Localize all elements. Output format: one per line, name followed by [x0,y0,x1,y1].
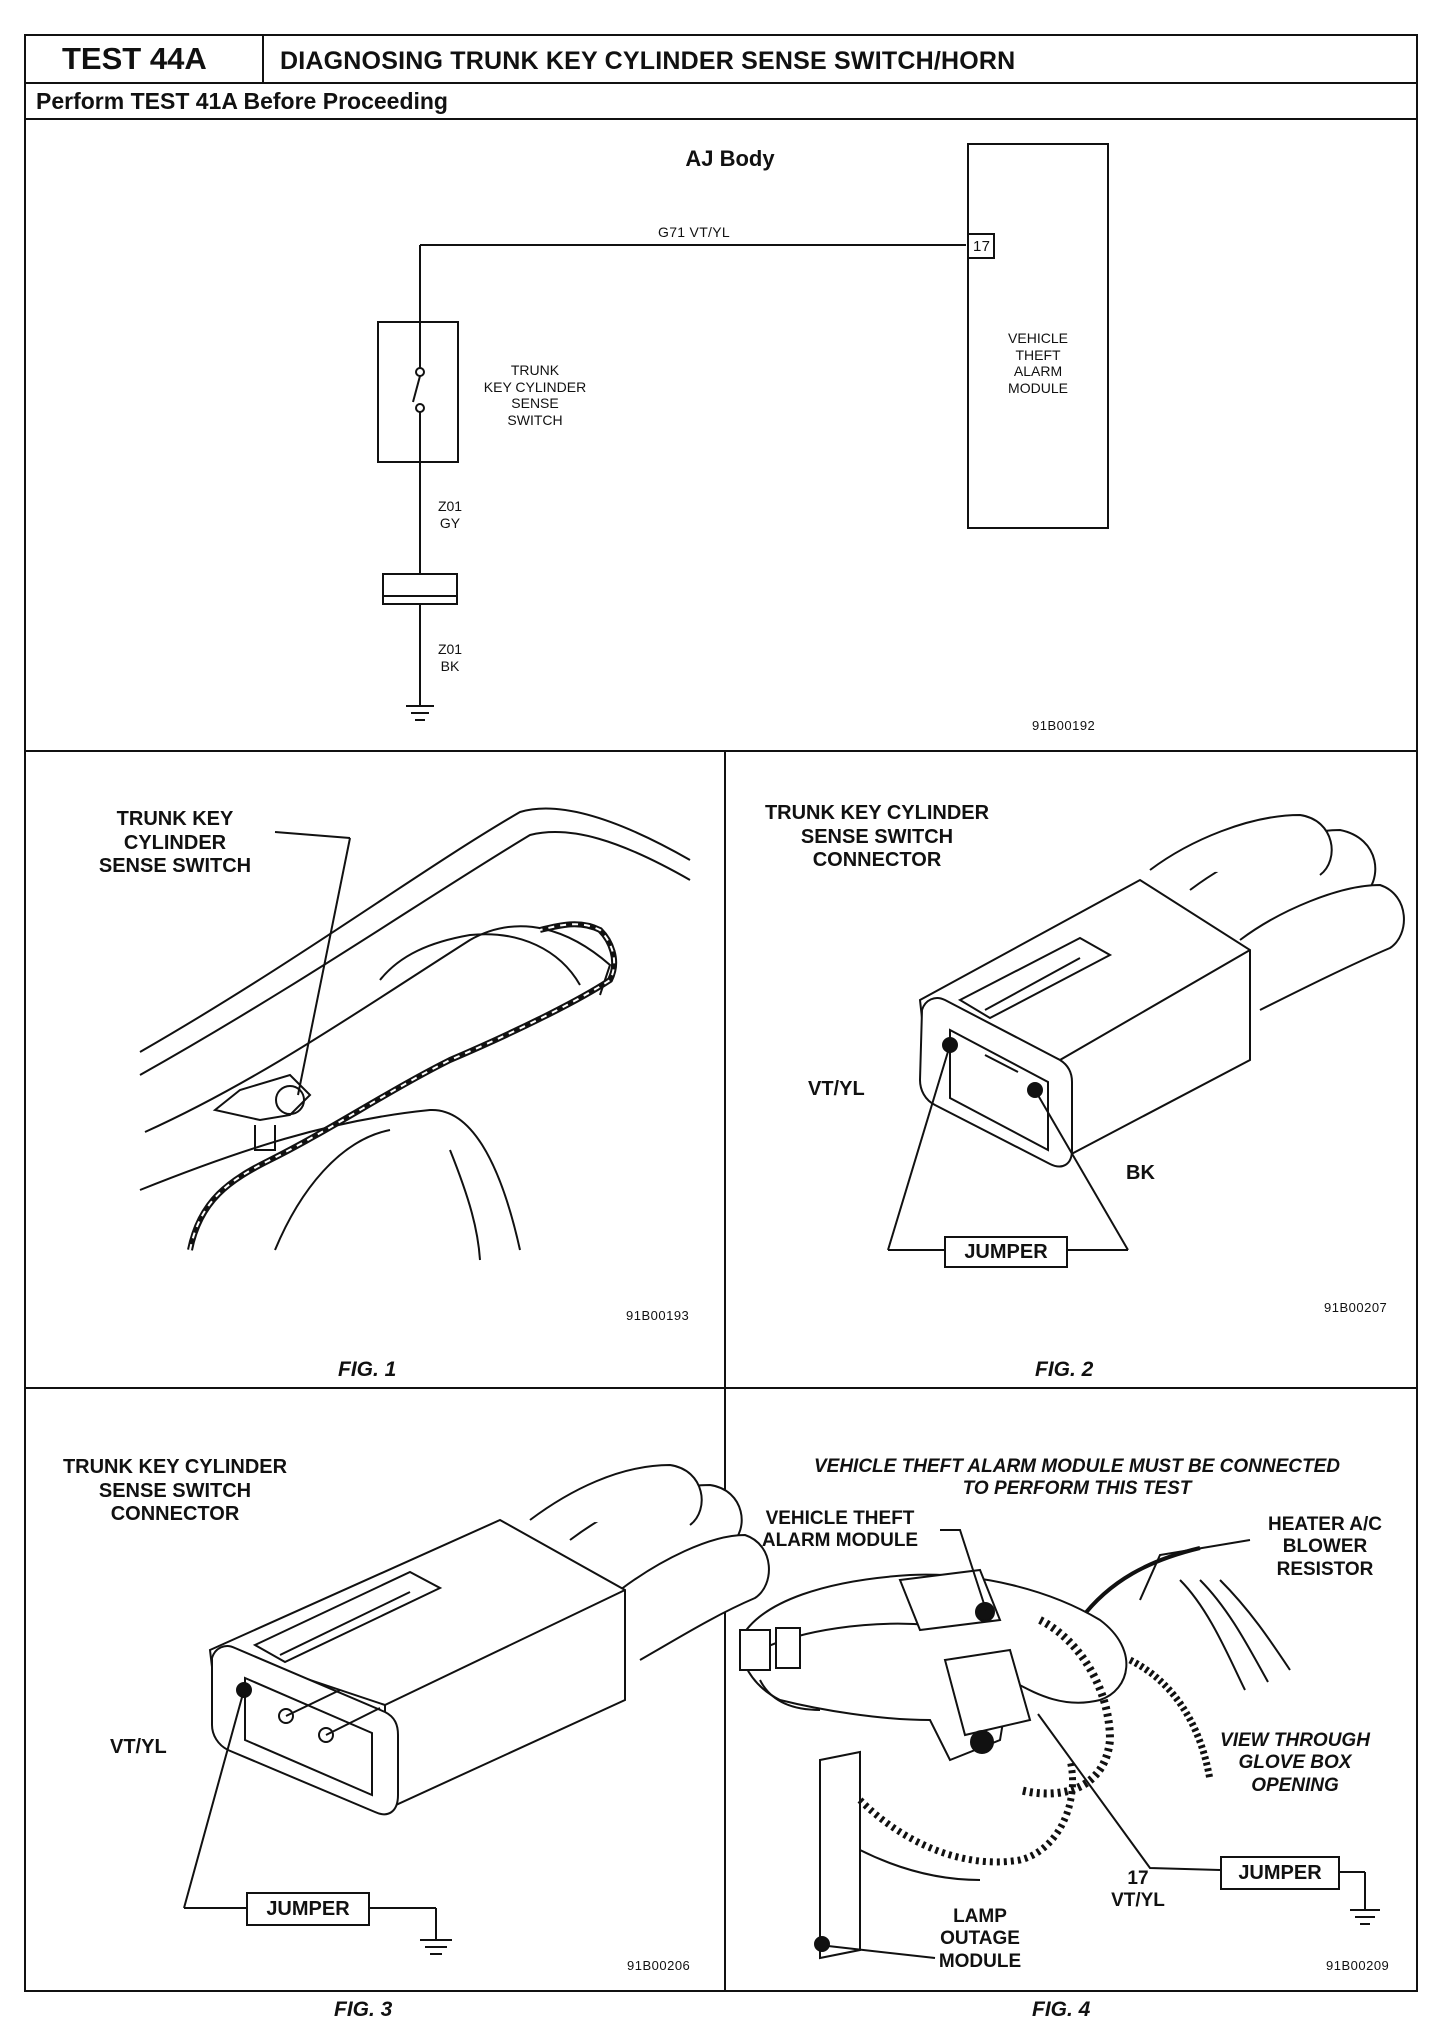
fig1-label: TRUNK KEY CYLINDER SENSE SWITCH [98,808,252,878]
fig1-caption: FIG. 1 [338,1358,397,1381]
switch-label: TRUNK KEY CYLINDER SENSE SWITCH [483,362,587,428]
fig3-ref: 91B00206 [627,1958,691,1973]
divider-columns [724,750,726,1992]
fig3-jumper: JUMPER [246,1892,370,1926]
divider-figures [24,1387,1418,1389]
fig2-wire-bk: BK [1126,1162,1155,1184]
fig2-ref: 91B00207 [1324,1300,1388,1315]
prerequisite-note: Perform TEST 41A Before Proceeding [36,88,448,114]
test-id: TEST 44A [26,36,264,82]
divider-subtitle [24,118,1418,120]
fig4-jumper: JUMPER [1220,1856,1340,1890]
fig3-label: TRUNK KEY CYLINDER SENSE SWITCH CONNECTO… [62,1456,288,1526]
divider-schematic [24,750,1418,752]
fig4-lamp-label: LAMP OUTAGE MODULE [938,1906,1022,1972]
fig1-ref: 91B00193 [626,1308,690,1323]
fig3-caption: FIG. 3 [334,1998,393,2021]
schematic-heading: AJ Body [685,146,775,171]
fig2-caption: FIG. 2 [1035,1358,1094,1381]
fig4-module-label: VEHICLE THEFT ALARM MODULE [761,1508,919,1552]
fig4-note: VEHICLE THEFT ALARM MODULE MUST BE CONNE… [813,1456,1340,1500]
fig3-wire-vtyl: VT/YL [110,1736,167,1758]
fig2-jumper: JUMPER [944,1236,1068,1268]
wire-z01-gy: Z01 GY [437,498,463,531]
schematic-ref: 91B00192 [1032,718,1096,733]
fig4-pin-label: 17 VT/YL [1111,1868,1165,1912]
fig4-caption: FIG. 4 [1032,1998,1091,2021]
wire-z01-bk: Z01 BK [437,641,463,674]
divider-header [24,82,1418,84]
page-frame [24,34,1418,1992]
pin-number: 17 [973,238,991,255]
fig4-view-label: VIEW THROUGH GLOVE BOX OPENING [1220,1730,1370,1796]
module-label: VEHICLE THEFT ALARM MODULE [1008,330,1068,396]
fig4-ref: 91B00209 [1326,1958,1390,1973]
fig4-blower-label: HEATER A/C BLOWER RESISTOR [1268,1514,1382,1580]
test-title: DIAGNOSING TRUNK KEY CYLINDER SENSE SWIT… [280,47,1016,75]
top-wire-label: G71 VT/YL [658,224,730,240]
fig2-label: TRUNK KEY CYLINDER SENSE SWITCH CONNECTO… [764,802,990,872]
fig2-wire-vtyl: VT/YL [808,1078,865,1100]
